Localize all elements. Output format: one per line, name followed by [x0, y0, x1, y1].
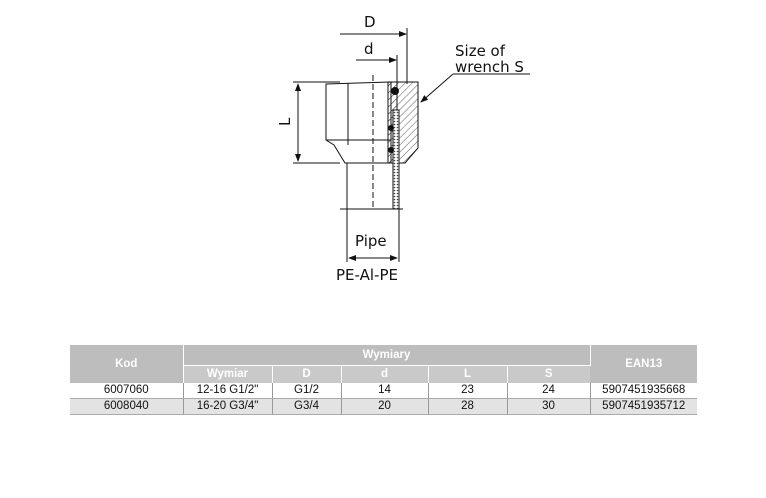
cell-wymiar: 12-16 G1/2": [183, 382, 273, 399]
fitting-drawing: D d L Size of wrench S Pipe PE-Al-PE: [276, 13, 530, 284]
header-L: L: [428, 364, 508, 383]
table-row: 6008040 16-20 G3/4" G3/4 20 28 30 590745…: [70, 398, 697, 415]
cell-d: 14: [341, 382, 429, 399]
label-d: d: [364, 40, 374, 58]
cell-kod: 6007060: [70, 382, 184, 399]
cell-wymiar: 16-20 G3/4": [183, 398, 273, 415]
cell-S: 24: [507, 382, 591, 399]
label-L: L: [276, 117, 294, 126]
dimensions-table: Kod Wymiary EAN13 Wymiar D d L S 6007060…: [70, 345, 697, 415]
header-d: d: [341, 364, 429, 383]
cell-ean: 5907451935712: [590, 398, 697, 415]
cell-D: G1/2: [272, 382, 342, 399]
wrench-label-1: Size of: [455, 42, 506, 60]
cell-L: 28: [428, 398, 508, 415]
cell-d: 20: [341, 398, 429, 415]
oring-icon: [391, 87, 399, 95]
cell-L: 23: [428, 382, 508, 399]
table-row: 6007060 12-16 G1/2" G1/2 14 23 24 590745…: [70, 382, 697, 399]
label-D: D: [364, 13, 376, 31]
header-ean: EAN13: [590, 345, 697, 383]
cell-S: 30: [507, 398, 591, 415]
wrench-label-2: wrench S: [455, 58, 524, 76]
header-wymiar: Wymiar: [183, 364, 273, 383]
header-D: D: [272, 364, 342, 383]
header-S: S: [507, 364, 590, 383]
cell-kod: 6008040: [70, 398, 184, 415]
cell-ean: 5907451935668: [590, 382, 697, 399]
pipe-type-label: PE-Al-PE: [336, 266, 398, 284]
cell-D: G3/4: [272, 398, 342, 415]
pipe-label: Pipe: [355, 232, 387, 250]
header-wymiary: Wymiary: [183, 345, 591, 365]
header-kod: Kod: [70, 345, 184, 383]
